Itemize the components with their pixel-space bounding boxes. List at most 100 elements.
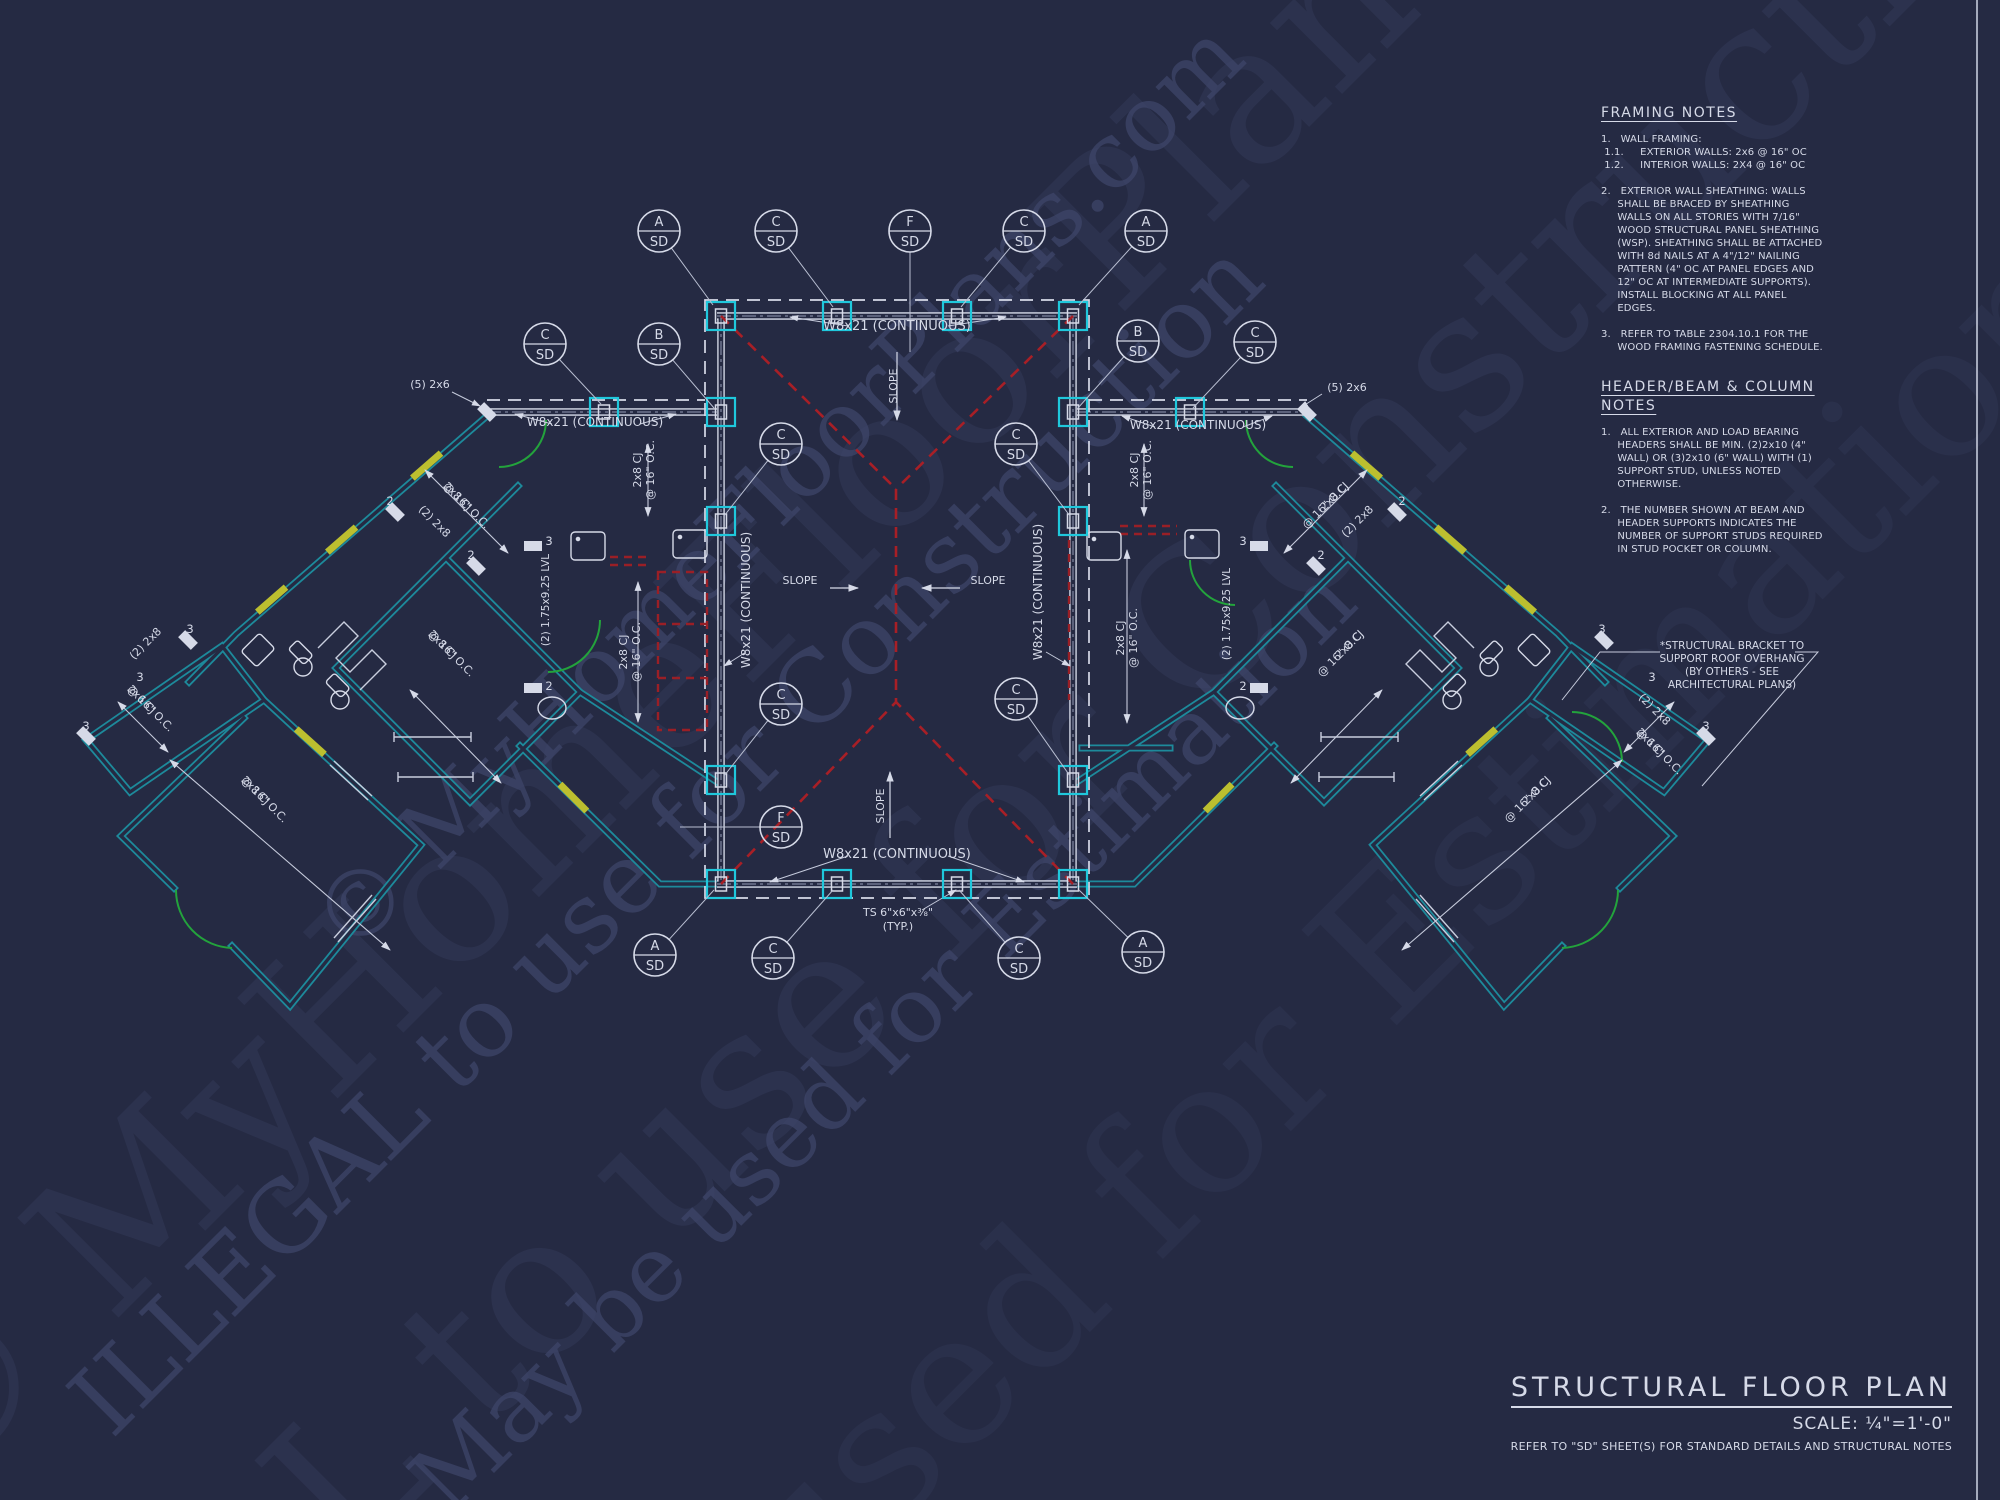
svg-text:C: C [1019, 215, 1028, 230]
structural-bracket-note: *STRUCTURAL BRACKET TO SUPPORT ROOF OVER… [1659, 640, 1805, 691]
svg-text:TS 6"x6"x⅜": TS 6"x6"x⅜" [862, 906, 933, 919]
svg-text:SLOPE: SLOPE [887, 368, 900, 403]
svg-text:SLOPE: SLOPE [971, 574, 1006, 587]
svg-text:A: A [651, 939, 660, 954]
plumbing-fixtures [241, 529, 1551, 720]
roof-overhang-dashed [487, 299, 1307, 899]
svg-text:SD: SD [764, 962, 782, 977]
svg-text:3: 3 [82, 719, 89, 733]
svg-text:SD: SD [1137, 235, 1155, 250]
svg-text:2x8 CJ: 2x8 CJ [1114, 621, 1127, 656]
drawing-title: STRUCTURAL FLOOR PLAN [1510, 1372, 1952, 1408]
framing-notes-title: FRAMING NOTES [1601, 105, 1738, 121]
window-segments [255, 450, 1537, 814]
roof-hip-lines [720, 315, 1074, 885]
svg-text:@ 16" O.C.: @ 16" O.C. [441, 480, 493, 532]
svg-text:SD: SD [901, 235, 919, 250]
svg-text:C: C [540, 328, 549, 343]
svg-text:(2) 2x8: (2) 2x8 [416, 503, 453, 540]
svg-text:C: C [1011, 428, 1020, 443]
svg-text:SLOPE: SLOPE [874, 788, 887, 823]
svg-text:F: F [906, 215, 913, 230]
svg-text:SD: SD [1015, 235, 1033, 250]
svg-text:W8x21 (CONTINUOUS): W8x21 (CONTINUOUS) [823, 319, 971, 334]
svg-text:W8x21 (CONTINUOUS): W8x21 (CONTINUOUS) [1031, 524, 1045, 660]
svg-text:C: C [1250, 326, 1259, 341]
svg-text:SD: SD [772, 448, 790, 463]
drawing-reference-note: REFER TO "SD" SHEET(S) FOR STANDARD DETA… [1510, 1440, 1952, 1453]
svg-text:(TYP.): (TYP.) [883, 920, 913, 933]
svg-text:3: 3 [1702, 719, 1709, 733]
svg-text:SD: SD [1007, 448, 1025, 463]
detail-callouts: A SD C SD F SD C SD A SD C SD B SD B SD C SD C SD C SD C SD C SD F… [523, 209, 1277, 980]
svg-text:F: F [777, 811, 784, 826]
svg-text:(2) 2x8: (2) 2x8 [127, 625, 164, 662]
stud-pockets [76, 402, 1716, 746]
svg-text:2: 2 [545, 679, 552, 693]
svg-text:SD: SD [1129, 345, 1147, 360]
floor-opening-dashed [610, 524, 1177, 732]
header-beam-notes-body: 1. ALL EXTERIOR AND LOAD BEARING HEADERS… [1601, 427, 1823, 555]
svg-text:W8x21 (CONTINUOUS): W8x21 (CONTINUOUS) [823, 847, 971, 862]
svg-text:SD: SD [1134, 956, 1152, 971]
svg-text:(2) 1.75x9.25 LVL: (2) 1.75x9.25 LVL [540, 554, 552, 646]
svg-text:SD: SD [650, 348, 668, 363]
svg-text:SD: SD [1246, 346, 1264, 361]
title-block: STRUCTURAL FLOOR PLAN SCALE: ¼"=1'-0" RE… [1510, 1372, 1952, 1453]
svg-text:A: A [1142, 215, 1151, 230]
svg-text:@ 16" O.C.: @ 16" O.C. [239, 774, 291, 826]
svg-text:(2) 1.75x9.25 LVL: (2) 1.75x9.25 LVL [1221, 568, 1233, 660]
svg-text:@ 16" O.C.: @ 16" O.C. [426, 628, 478, 680]
svg-text:W8x21 (CONTINUOUS): W8x21 (CONTINUOUS) [1130, 418, 1266, 432]
header-beam-notes-title: HEADER/BEAM & COLUMN NOTES [1601, 379, 1815, 414]
svg-text:@ 16" O.C.: @ 16" O.C. [630, 622, 643, 682]
header-beam-notes: HEADER/BEAM & COLUMN NOTES 1. ALL EXTERI… [1601, 378, 1841, 556]
svg-text:SD: SD [767, 235, 785, 250]
slope-arrows [830, 352, 960, 838]
svg-text:W8x21 (CONTINUOUS): W8x21 (CONTINUOUS) [527, 415, 663, 429]
svg-text:C: C [1011, 683, 1020, 698]
svg-text:2x8 CJ: 2x8 CJ [617, 635, 630, 670]
svg-text:2: 2 [1239, 679, 1246, 693]
svg-text:C: C [776, 428, 785, 443]
svg-text:@ 16" O.C.: @ 16" O.C. [1141, 440, 1154, 500]
framing-notes: FRAMING NOTES 1. WALL FRAMING: 1.1. EXTE… [1601, 104, 1841, 354]
joist-dimension-arrows [117, 443, 1675, 951]
svg-text:2: 2 [467, 548, 474, 562]
svg-text:SD: SD [1007, 703, 1025, 718]
svg-text:3: 3 [545, 534, 552, 548]
svg-text:2: 2 [1398, 494, 1405, 508]
svg-text:C: C [776, 688, 785, 703]
svg-text:SD: SD [650, 235, 668, 250]
svg-text:SD: SD [772, 831, 790, 846]
svg-text:B: B [1134, 325, 1143, 340]
svg-text:2x8 CJ: 2x8 CJ [631, 453, 644, 488]
label-leaders [451, 315, 1820, 911]
svg-text:2x8 CJ: 2x8 CJ [1128, 453, 1141, 488]
svg-text:A: A [655, 215, 664, 230]
svg-text:(5) 2x6: (5) 2x6 [1327, 381, 1367, 394]
svg-text:3: 3 [1239, 534, 1246, 548]
svg-text:SLOPE: SLOPE [783, 574, 818, 587]
svg-text:2: 2 [1317, 548, 1324, 562]
svg-text:A: A [1139, 936, 1148, 951]
svg-text:SD: SD [646, 959, 664, 974]
svg-text:@ 16" O.C.: @ 16" O.C. [1127, 608, 1140, 668]
svg-text:SD: SD [536, 348, 554, 363]
svg-text:B: B [655, 328, 664, 343]
svg-text:C: C [771, 215, 780, 230]
svg-text:SD: SD [772, 708, 790, 723]
svg-text:(5) 2x6: (5) 2x6 [410, 378, 450, 391]
framing-notes-body: 1. WALL FRAMING: 1.1. EXTERIOR WALLS: 2x… [1601, 134, 1823, 353]
svg-text:C: C [768, 942, 777, 957]
svg-text:3: 3 [1648, 670, 1655, 684]
svg-text:W8x21 (CONTINUOUS): W8x21 (CONTINUOUS) [739, 532, 753, 668]
svg-text:3: 3 [136, 670, 143, 684]
svg-text:SD: SD [1010, 962, 1028, 977]
svg-text:2: 2 [386, 494, 393, 508]
svg-text:@ 16" O.C.: @ 16" O.C. [644, 440, 657, 500]
steel-beams [487, 312, 1307, 888]
